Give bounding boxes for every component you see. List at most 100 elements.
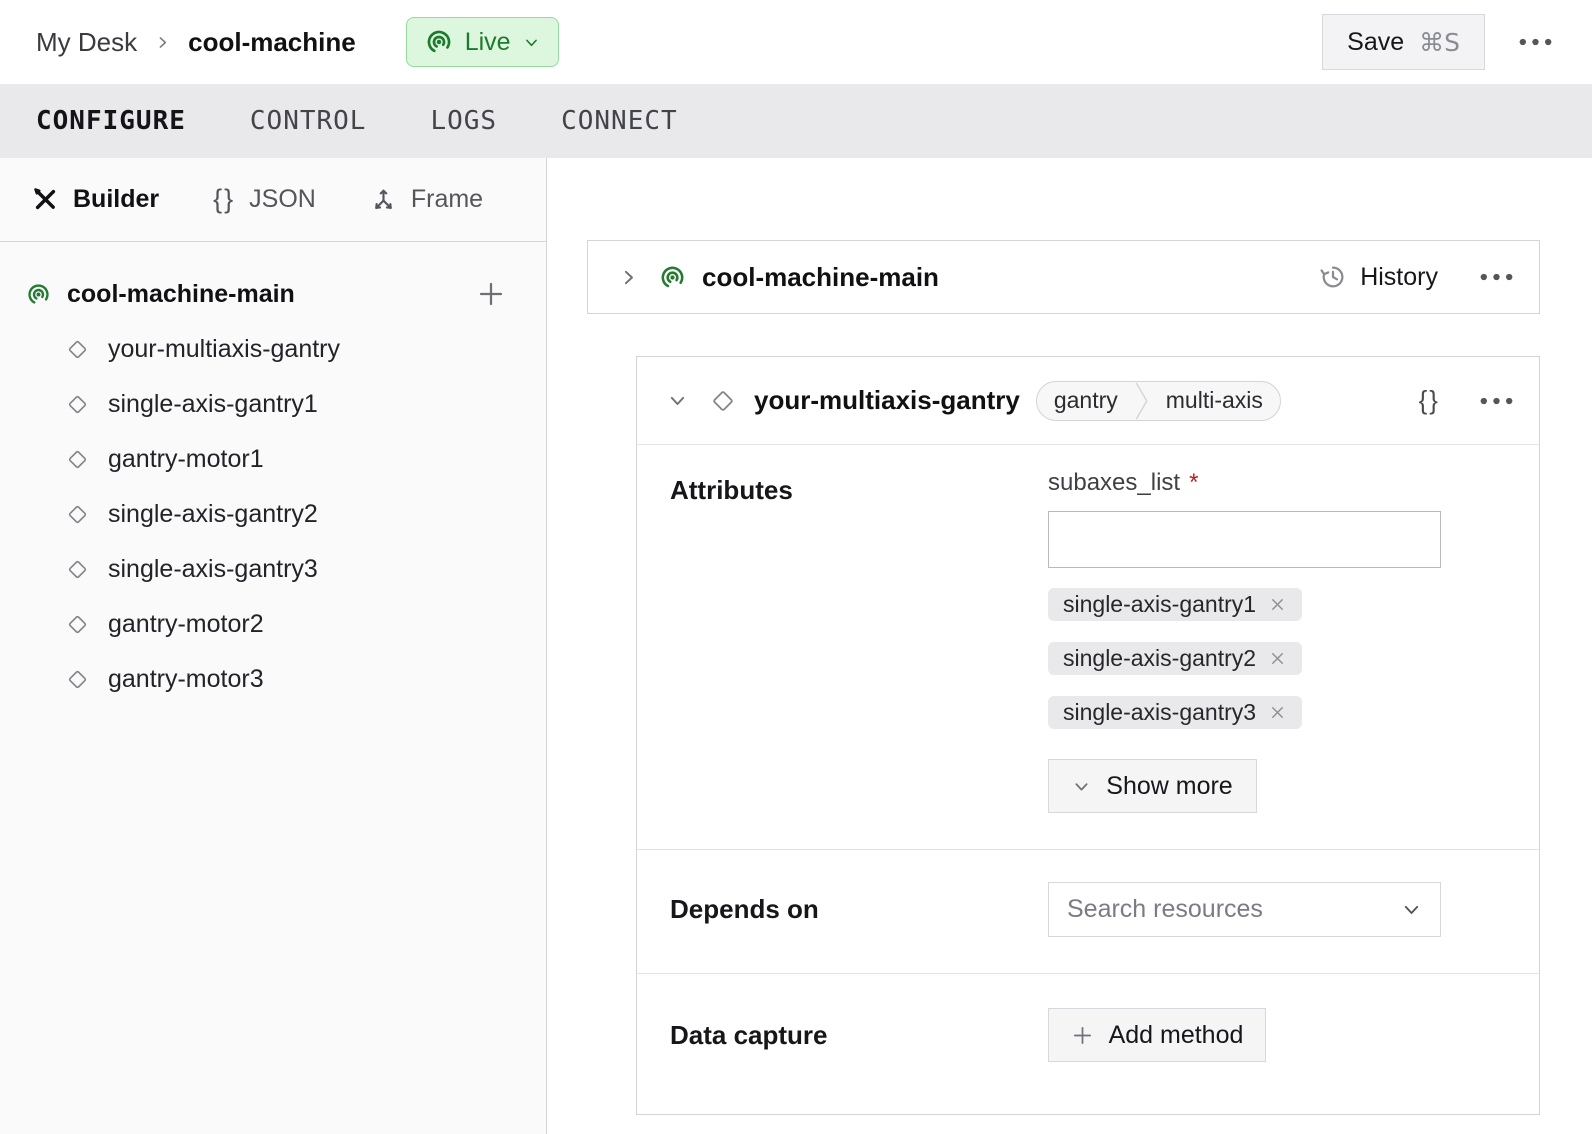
chip-label: single-axis-gantry1 [1063, 591, 1257, 617]
resource-tree: cool-machine-main your-multiaxis-gantry … [0, 242, 546, 707]
save-button[interactable]: Save ⌘S [1322, 14, 1485, 70]
view-frame[interactable]: Frame [370, 185, 483, 214]
tree-item-gantry-motor2[interactable]: gantry-motor2 [0, 597, 546, 652]
remove-chip-icon[interactable] [1268, 649, 1287, 668]
view-builder[interactable]: Builder [32, 185, 159, 214]
tree-item-label: your-multiaxis-gantry [108, 335, 341, 363]
pill-divider-icon [1135, 382, 1149, 420]
chevron-down-icon [1401, 899, 1422, 920]
component-card: your-multiaxis-gantry gantry multi-axis … [636, 356, 1540, 1115]
plus-icon [1071, 1024, 1094, 1047]
tree-item-label: gantry-motor1 [108, 445, 264, 473]
sidebar: Builder {} JSON Frame cool-machine-main [0, 158, 547, 1134]
tree-item-label: single-axis-gantry3 [108, 555, 318, 583]
tree-item-label: single-axis-gantry1 [108, 390, 318, 418]
component-type-pill: gantry multi-axis [1035, 380, 1281, 421]
chip-single-axis-gantry3: single-axis-gantry3 [1048, 696, 1303, 729]
tab-logs[interactable]: LOGS [430, 106, 498, 136]
tree-item-gantry-motor3[interactable]: gantry-motor3 [0, 652, 546, 707]
component-diamond-icon [66, 613, 89, 636]
tree-item-label: gantry-motor3 [108, 665, 264, 693]
history-icon [1319, 263, 1347, 291]
collapse-chevron-icon[interactable] [667, 390, 688, 411]
show-more-label: Show more [1106, 771, 1233, 800]
add-resource-icon[interactable] [476, 279, 506, 309]
view-builder-label: Builder [73, 185, 160, 213]
broadcast-icon [425, 28, 453, 56]
tree-item-single-axis-gantry1[interactable]: single-axis-gantry1 [0, 377, 546, 432]
add-method-button[interactable]: Add method [1048, 1008, 1266, 1062]
show-more-button[interactable]: Show more [1048, 759, 1257, 813]
depends-on-heading: Depends on [670, 894, 819, 924]
required-marker: * [1189, 469, 1199, 496]
tools-icon [32, 186, 59, 213]
tree-item-label: gantry-motor2 [108, 610, 264, 638]
broadcast-icon [26, 282, 51, 307]
frame-axes-icon [370, 186, 397, 213]
subaxes-field-label-row: subaxes_list * [1048, 469, 1441, 497]
chevron-down-icon [1072, 777, 1091, 796]
topbar-menu-icon[interactable] [1519, 38, 1552, 46]
component-card-header: your-multiaxis-gantry gantry multi-axis … [637, 357, 1539, 445]
machine-status-dropdown[interactable]: Live [405, 17, 559, 67]
data-capture-body: Add method [1048, 1008, 1439, 1062]
top-bar: My Desk cool-machine Live Save ⌘S [0, 0, 1592, 84]
tab-connect[interactable]: CONNECT [561, 106, 678, 136]
save-shortcut: ⌘S [1419, 27, 1460, 57]
chevron-down-icon [523, 34, 540, 51]
machine-part-card: cool-machine-main History [587, 240, 1540, 314]
main-tab-bar: CONFIGURE CONTROL LOGS CONNECT [0, 84, 1592, 158]
add-method-label: Add method [1108, 1020, 1244, 1049]
tab-configure[interactable]: CONFIGURE [36, 106, 186, 136]
remove-chip-icon[interactable] [1268, 703, 1287, 722]
breadcrumb-current: cool-machine [188, 26, 356, 57]
component-diamond-icon [66, 393, 89, 416]
save-button-label: Save [1347, 27, 1405, 56]
expand-chevron-icon[interactable] [618, 267, 639, 288]
chip-label: single-axis-gantry3 [1063, 699, 1257, 725]
tree-item-single-axis-gantry3[interactable]: single-axis-gantry3 [0, 542, 546, 597]
content-area: Builder {} JSON Frame cool-machine-main [0, 158, 1592, 1134]
component-diamond-icon [710, 388, 736, 414]
breadcrumb-chevron-icon [154, 34, 171, 51]
tree-item-single-axis-gantry2[interactable]: single-axis-gantry2 [0, 487, 546, 542]
component-model-tag: multi-axis [1165, 387, 1263, 413]
component-title: your-multiaxis-gantry [754, 385, 1020, 415]
view-switcher: Builder {} JSON Frame [0, 158, 546, 242]
tree-item-gantry-motor1[interactable]: gantry-motor1 [0, 432, 546, 487]
view-frame-label: Frame [410, 185, 484, 213]
braces-icon[interactable]: {} [1418, 385, 1440, 415]
chip-single-axis-gantry2: single-axis-gantry2 [1048, 642, 1303, 675]
attributes-section: Attributes subaxes_list * single-axis-ga… [637, 445, 1539, 849]
depends-on-select[interactable]: Search resources [1048, 882, 1441, 937]
attributes-heading: Attributes [670, 475, 793, 505]
data-capture-heading: Data capture [670, 1019, 828, 1050]
chip-single-axis-gantry1: single-axis-gantry1 [1048, 588, 1303, 621]
data-capture-section: Data capture Add method [637, 973, 1539, 1114]
machine-status-label: Live [464, 27, 511, 56]
machine-part-menu-icon[interactable] [1480, 273, 1513, 281]
subaxes-field-label: subaxes_list [1048, 469, 1181, 496]
main-panel: cool-machine-main History your-multiaxis… [547, 158, 1592, 1134]
component-diamond-icon [66, 448, 89, 471]
depends-on-body: Search resources [1048, 882, 1441, 937]
chip-label: single-axis-gantry2 [1063, 645, 1257, 671]
depends-on-section: Depends on Search resources [637, 849, 1539, 973]
tree-item-your-multiaxis-gantry[interactable]: your-multiaxis-gantry [0, 322, 546, 377]
broadcast-icon [659, 264, 686, 291]
tab-control[interactable]: CONTROL [249, 106, 367, 136]
view-json[interactable]: {} JSON [213, 184, 316, 215]
tree-item-label: single-axis-gantry2 [108, 500, 318, 528]
component-diamond-icon [66, 668, 89, 691]
attributes-body: subaxes_list * single-axis-gantry1 singl… [1048, 469, 1441, 813]
breadcrumb-parent[interactable]: My Desk [36, 26, 138, 57]
component-menu-icon[interactable] [1480, 397, 1513, 405]
machine-part-title: cool-machine-main [702, 261, 939, 292]
component-type-tag: gantry [1053, 387, 1118, 413]
subaxes-input[interactable] [1048, 511, 1441, 568]
subaxes-chip-list: single-axis-gantry1 single-axis-gantry2 … [1048, 588, 1441, 729]
remove-chip-icon[interactable] [1268, 595, 1287, 614]
history-button[interactable]: History [1319, 263, 1438, 292]
tree-root-machine[interactable]: cool-machine-main [0, 266, 546, 322]
